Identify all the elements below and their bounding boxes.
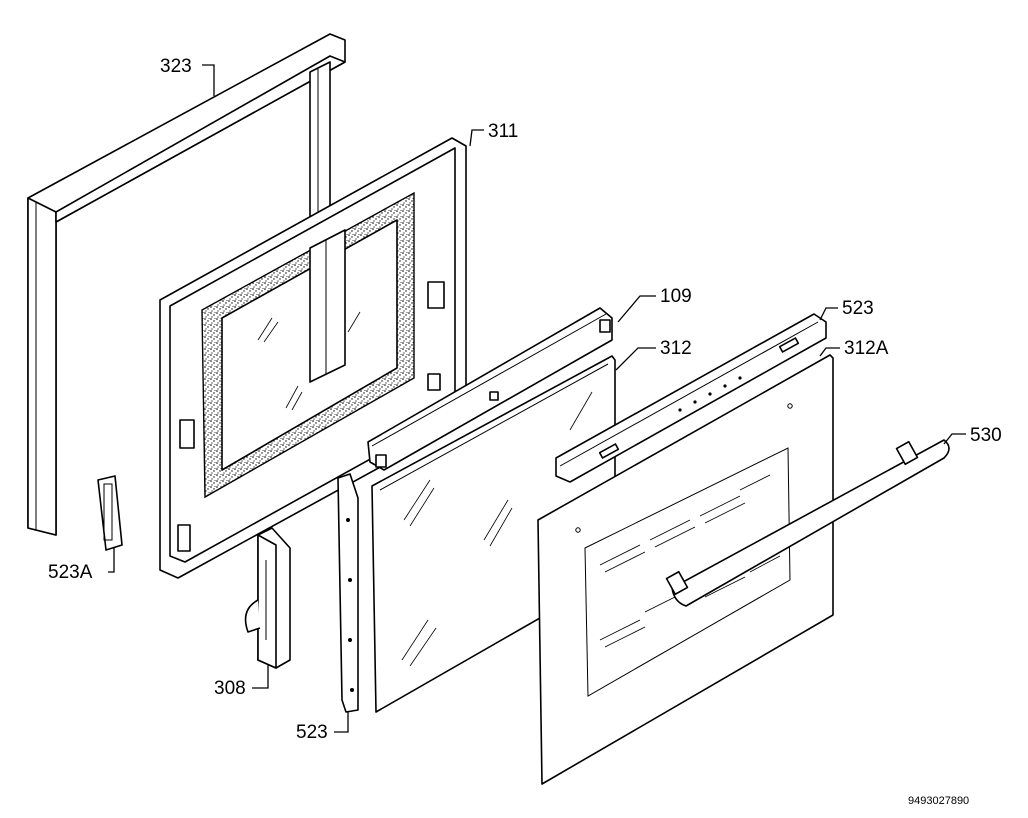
leader-lines <box>108 64 966 733</box>
part-312a-outer-glass <box>537 354 834 785</box>
label-523a: 523A <box>48 562 93 583</box>
label-308: 308 <box>214 678 246 699</box>
label-523-bottom: 523 <box>296 722 328 743</box>
label-311: 311 <box>488 121 518 142</box>
label-523-top: 523 <box>842 298 874 319</box>
part-523-top-rail <box>555 313 827 483</box>
part-labels: 323 311 109 523 312 312A 530 523A 308 52… <box>48 56 1002 743</box>
label-323: 323 <box>160 56 192 77</box>
part-312-inner-glass <box>371 355 616 713</box>
label-109: 109 <box>660 286 692 307</box>
drawing-reference-number: 9493027890 <box>908 795 969 807</box>
part-311-inner-panel <box>159 137 467 579</box>
part-109-bracket-strip <box>367 307 613 471</box>
label-530: 530 <box>970 425 1002 446</box>
part-308-hinge <box>244 527 291 669</box>
label-312a: 312A <box>844 338 889 359</box>
label-312: 312 <box>660 338 692 359</box>
part-530-handle <box>665 439 950 607</box>
part-523-vertical-bracket <box>337 473 359 713</box>
part-523a-hinge-block <box>97 475 123 551</box>
